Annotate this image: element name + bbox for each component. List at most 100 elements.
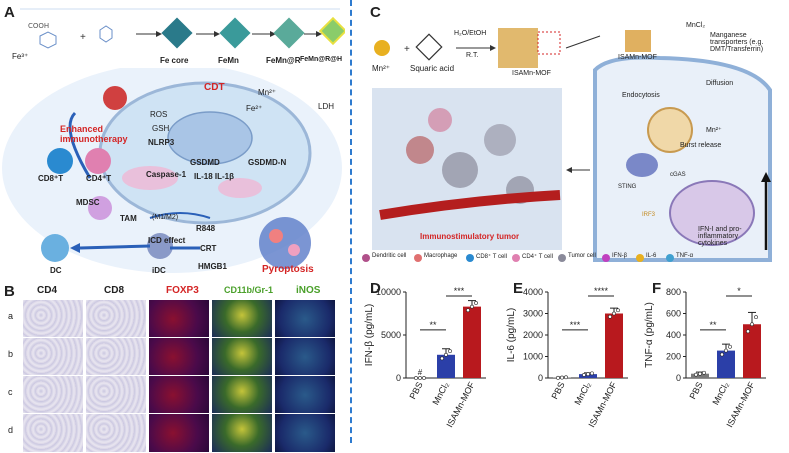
col-header-cd11b: CD11b/Gr-1 (224, 285, 273, 295)
data-point-e-1-1 (586, 373, 589, 376)
idc-label: iDC (152, 266, 166, 275)
cgas-label: cGAS (670, 172, 686, 178)
svg-text:+: + (404, 44, 410, 55)
category-label-f-0: PBS (687, 380, 704, 401)
femnrh-label: FeMn@R@H (300, 56, 342, 63)
y-tick-label-e-1: 1000 (523, 352, 543, 362)
legend-label-0: Dendritic cell (372, 253, 406, 259)
immunostimulatory-tumor-label: Immunostimulatory tumor (420, 232, 519, 241)
il-label: IL-18 IL-1β (194, 172, 234, 181)
histology-tile-c-inos (274, 375, 336, 415)
bar-f-2 (743, 324, 761, 378)
sig-annotation-d-1: ** (429, 320, 437, 330)
legend-swatch-0 (362, 254, 370, 262)
diffusion-label: Diffusion (706, 80, 733, 87)
gsdmdn-label: GSDMD-N (248, 158, 286, 167)
histology-tile-a-cd11b-gr-1 (211, 299, 273, 339)
category-label-d-0: PBS (407, 380, 424, 401)
rt-label: R.T. (466, 52, 478, 59)
m1m2-label: (M1/M2) (152, 214, 178, 221)
data-point-e-2-1 (612, 312, 615, 315)
mncl2-c-label: MnCl₂ (686, 22, 705, 29)
data-point-e-1-0 (582, 373, 585, 376)
icd-effect-label: ICD effect (148, 236, 185, 245)
histology-tile-a-foxp3 (148, 299, 210, 339)
legend-label-4: Tumor cell (568, 253, 596, 259)
histology-tile-c-cd11b-gr-1 (211, 375, 273, 415)
enhanced-immunotherapy-label: Enhanced immunotherapy (60, 124, 138, 144)
mn2-a-label: Mn²⁺ (258, 88, 276, 97)
y-tick-label-d-1: 5000 (381, 330, 401, 340)
burst-release-label: Burst release (680, 142, 721, 149)
histology-tile-b-cd11b-gr-1 (211, 337, 273, 377)
legend-swatch-2 (466, 254, 474, 262)
y-tick-label-e-0: 0 (538, 373, 543, 383)
legend-label-2: CD8⁺ T cell (476, 253, 507, 260)
data-point-d-2-0 (466, 309, 469, 312)
femnr-label: FeMn@R (266, 56, 300, 65)
row-label-b: b (8, 349, 13, 359)
row-label-c: c (8, 387, 13, 397)
histology-tile-c-cd4 (22, 375, 84, 415)
irf3-label: IRF3 (642, 212, 655, 218)
data-point-f-1-2 (728, 345, 731, 348)
tam-label: TAM (120, 214, 137, 223)
histology-tile-a-cd8 (85, 299, 147, 339)
row-label-a: a (8, 311, 13, 321)
histology-tile-d-cd4 (22, 413, 84, 453)
y-axis-label-d: IFN-β (pg/mL) (364, 304, 375, 366)
fe-core-label: Fe core (160, 56, 188, 65)
sig-annotation-d-0: # (418, 368, 423, 377)
hmgb1-label: HMGB1 (198, 262, 227, 271)
col-header-cd4: CD4 (37, 285, 57, 296)
data-point-e-2-2 (616, 309, 619, 312)
panel-a: COOH + Fe³⁺ Fe core FeMn FeMn@R FeMn@R@H (0, 0, 345, 280)
mn-ion-label: Mn²⁺ (372, 64, 390, 73)
col-header-foxp3: FOXP3 (166, 285, 199, 296)
data-point-d-2-1 (470, 305, 473, 308)
gsh-label: GSH (152, 124, 169, 133)
data-point-d-1-0 (440, 357, 443, 360)
category-label-f-1: MnCl₂ (710, 380, 731, 407)
ifn-cytokines-label: IFN-I and pro-inflammatory cytokines (698, 226, 764, 247)
histology-tile-c-foxp3 (148, 375, 210, 415)
panel-divider (350, 0, 352, 443)
legend-swatch-3 (512, 254, 520, 262)
data-point-d-2-2 (474, 301, 477, 304)
data-point-e-0-2 (564, 376, 567, 379)
histology-tile-b-cd8 (85, 337, 147, 377)
solvent-label: H₂O/EtOH (454, 30, 486, 37)
legend-label-3: CD4⁺ T cell (522, 253, 553, 260)
y-axis-label-f: TNF-α (pg/mL) (644, 302, 655, 368)
histology-tile-d-inos (274, 413, 336, 453)
y-tick-label-d-0: 0 (396, 373, 401, 383)
legend-label-7: TNF-α (676, 253, 693, 259)
y-tick-label-f-3: 600 (666, 309, 681, 319)
legend-swatch-7 (666, 254, 674, 262)
squaric-acid-label: Squaric acid (410, 64, 454, 73)
data-point-e-0-0 (556, 376, 559, 379)
sting-label: STING (618, 184, 636, 190)
data-point-f-0-1 (698, 372, 701, 375)
data-point-e-1-2 (590, 372, 593, 375)
pyroptosis-label: Pyroptosis (262, 264, 314, 275)
bar-d-1 (437, 355, 455, 378)
histology-tile-a-cd4 (22, 299, 84, 339)
sig-annotation-f-1: * (737, 286, 741, 296)
sig-annotation-d-2: *** (454, 286, 465, 296)
mdsc-label: MDSC (76, 198, 100, 207)
legend-swatch-5 (602, 254, 610, 262)
data-point-f-2-2 (754, 316, 757, 319)
data-point-f-0-2 (702, 371, 705, 374)
ros-label: ROS (150, 110, 167, 119)
data-point-f-1-0 (720, 353, 723, 356)
sig-annotation-f-0: ** (709, 320, 717, 330)
category-label-e-1: MnCl₂ (572, 380, 593, 407)
legend-label-6: IL-6 (646, 253, 656, 259)
caspase-label: Caspase-1 (146, 170, 186, 179)
histology-tile-b-inos (274, 337, 336, 377)
bar-e-2 (605, 314, 623, 379)
bar-f-1 (717, 351, 735, 378)
